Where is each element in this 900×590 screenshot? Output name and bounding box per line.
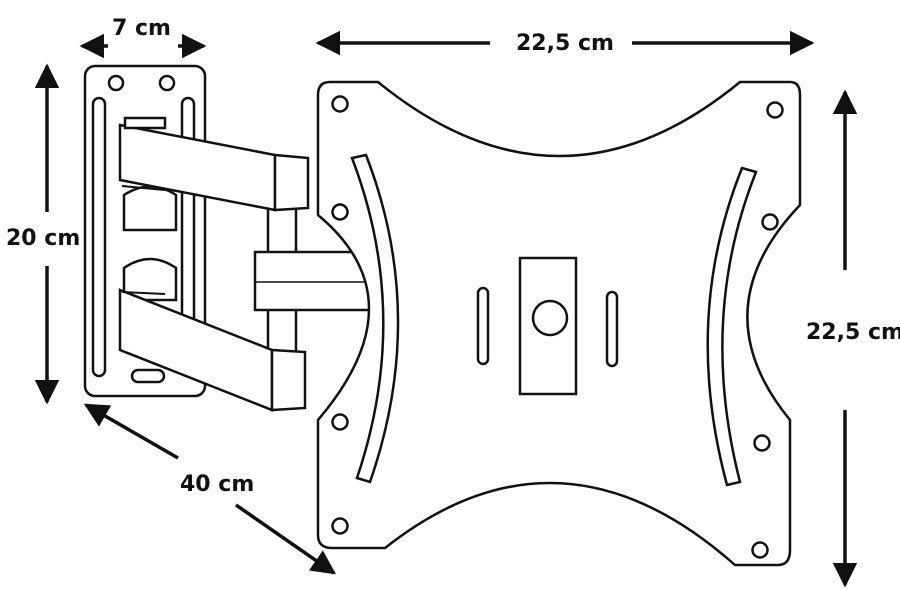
label-arm-extension: 40 cm [180, 472, 255, 497]
label-panel-width: 22,5 cm [516, 31, 614, 56]
vesa-panel [316, 80, 802, 567]
dimension-arrows [34, 30, 858, 588]
label-wall-plate-height: 20 cm [6, 226, 81, 251]
label-wall-plate-width: 7 cm [112, 16, 171, 41]
label-panel-height: 22,5 cm [806, 320, 900, 345]
articulating-arms [118, 116, 382, 412]
arrow-40cm-lower [235, 503, 337, 575]
arrow-40cm-upper [83, 403, 179, 460]
